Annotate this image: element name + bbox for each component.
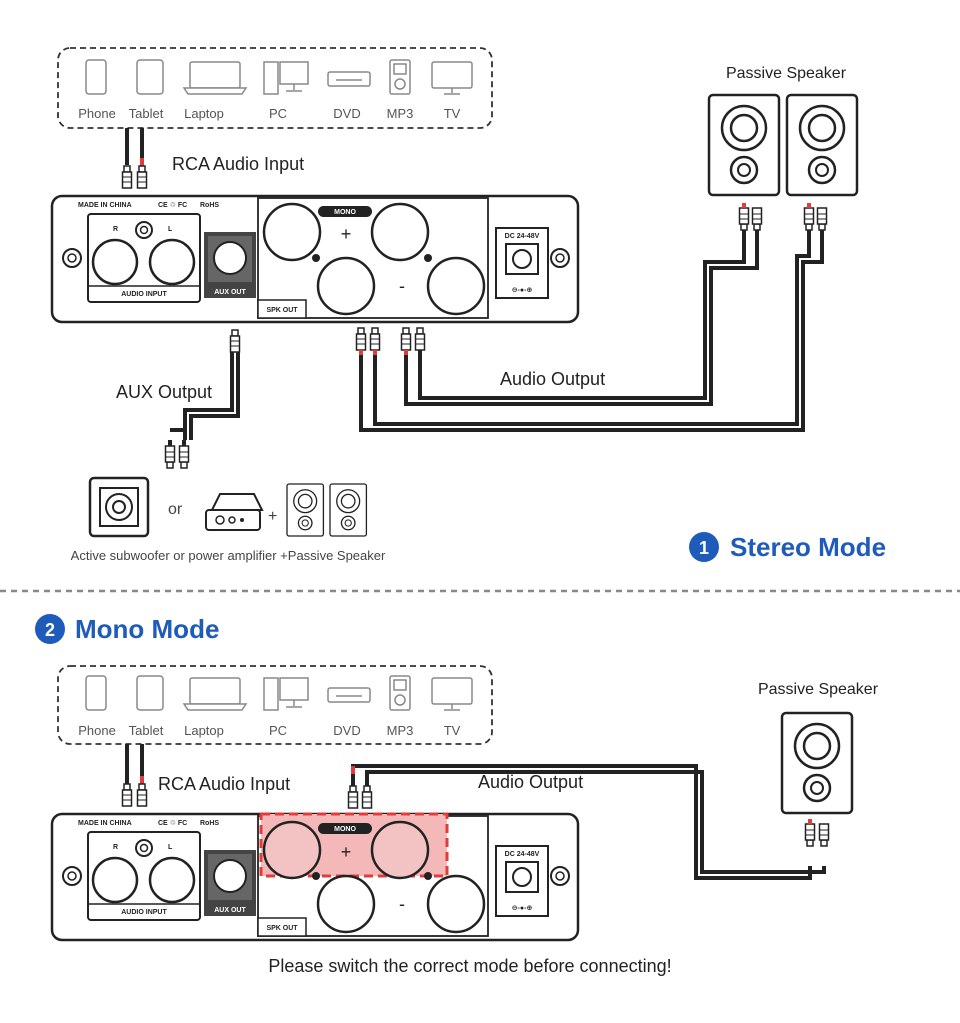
source-label-laptop: Laptop: [184, 106, 224, 121]
audio-output-label-stereo: Audio Output: [500, 369, 605, 389]
rca-audio-input-label-mono: RCA Audio Input: [158, 774, 290, 794]
power-amplifier-icon: [205, 493, 264, 531]
source-label-phone: Phone: [78, 106, 116, 121]
l-label: L: [168, 844, 173, 851]
source-label-dvd: DVD: [333, 723, 360, 738]
mode-warning: Please switch the correct mode before co…: [268, 956, 671, 976]
source-label-dvd: DVD: [333, 106, 360, 121]
passive-speaker-label-mono: Passive Speaker: [758, 681, 879, 698]
mono-label: MONO: [334, 826, 356, 833]
audio-input-label: AUDIO INPUT: [121, 291, 167, 298]
r-label: R: [113, 226, 118, 233]
source-label-pc: PC: [269, 106, 287, 121]
sources-box-stereo: Phone Tablet Laptop PC DVD MP3 TV: [57, 47, 493, 129]
l-label: L: [168, 226, 173, 233]
plus-sign: +: [268, 508, 277, 525]
source-label-tablet: Tablet: [129, 106, 164, 121]
source-label-tv: TV: [444, 723, 461, 738]
source-label-laptop: Laptop: [184, 723, 224, 738]
source-label-pc: PC: [269, 723, 287, 738]
aux-out-label: AUX OUT: [214, 289, 246, 296]
dc-label: DC 24-48V: [505, 233, 540, 240]
speaker-plugs-stereo: [738, 202, 828, 231]
badge-2-number: 2: [45, 620, 55, 640]
cert-label: CE ♲ FC: [158, 202, 187, 209]
passive-speaker-right: [785, 93, 859, 197]
audio-output-label-mono: Audio Output: [478, 772, 583, 792]
rohs-label: RoHS: [200, 820, 219, 827]
made-in-label: MADE IN CHINA: [78, 202, 132, 209]
r-label: R: [113, 844, 118, 851]
badge-1-number: 1: [699, 538, 709, 558]
rca-input-cable-mono: [121, 744, 148, 807]
rca-audio-input-label: RCA Audio Input: [172, 154, 304, 174]
minus-label: -: [399, 276, 405, 296]
speaker-plugs-mono: [804, 818, 830, 847]
amp-output-plugs-stereo: [355, 327, 426, 356]
source-label-tv: TV: [444, 106, 461, 121]
or-label: or: [168, 501, 183, 518]
aux-output-label: AUX Output: [116, 382, 212, 402]
mono-mode-heading: 2 Mono Mode: [35, 614, 219, 644]
audio-output-cable-stereo: [359, 230, 824, 432]
rohs-label: RoHS: [200, 202, 219, 209]
source-icons: [85, 59, 473, 95]
mono-label: MONO: [334, 209, 356, 216]
source-label-phone: Phone: [78, 723, 116, 738]
spk-out-label: SPK OUT: [266, 307, 298, 314]
amplifier-stereo: MADE IN CHINA CE ♲ FC RoHS AUDIO INPUT R…: [50, 194, 580, 324]
passive-speaker-left: [707, 93, 781, 197]
rca-input-cable-stereo: [121, 128, 148, 189]
mono-mode-title: Mono Mode: [75, 614, 219, 644]
destination-caption: Active subwoofer or power amplifier +Pas…: [71, 548, 386, 563]
audio-input-label: AUDIO INPUT: [121, 909, 167, 916]
stereo-mode-heading: 1 Stereo Mode: [689, 532, 886, 562]
aux-plug: [229, 329, 241, 353]
passive-speaker-label-stereo: Passive Speaker: [726, 65, 847, 82]
aux-output-cable: [183, 350, 240, 440]
dc-label: DC 24-48V: [505, 851, 540, 858]
plus-label: +: [341, 224, 352, 244]
dc-polarity-icon: ⊖-●-⊕: [512, 905, 533, 912]
sources-box-mono: Phone Tablet Laptop PC DVD MP3 TV: [57, 665, 493, 745]
passive-speaker-mono: [780, 711, 854, 815]
aux-out-label: AUX OUT: [214, 907, 246, 914]
source-label-tablet: Tablet: [129, 723, 164, 738]
amp-output-plugs-mono: [347, 766, 373, 809]
stereo-mode-title: Stereo Mode: [730, 532, 886, 562]
plus-label: +: [341, 842, 352, 862]
small-passive-speakers-icon: [286, 483, 368, 537]
source-label-mp3: MP3: [387, 106, 414, 121]
dc-polarity-icon: ⊖-●-⊕: [512, 287, 533, 294]
badge-1: [689, 532, 719, 562]
spk-out-label: SPK OUT: [266, 925, 298, 932]
made-in-label: MADE IN CHINA: [78, 820, 132, 827]
cert-label: CE ♲ FC: [158, 820, 187, 827]
minus-label: -: [399, 894, 405, 914]
amplifier-mono: MADE IN CHINA CE ♲ FC RoHS AUDIO INPUT R…: [50, 812, 580, 942]
badge-2: [35, 614, 65, 644]
source-label-mp3: MP3: [387, 723, 414, 738]
subwoofer-icon: [88, 476, 150, 538]
